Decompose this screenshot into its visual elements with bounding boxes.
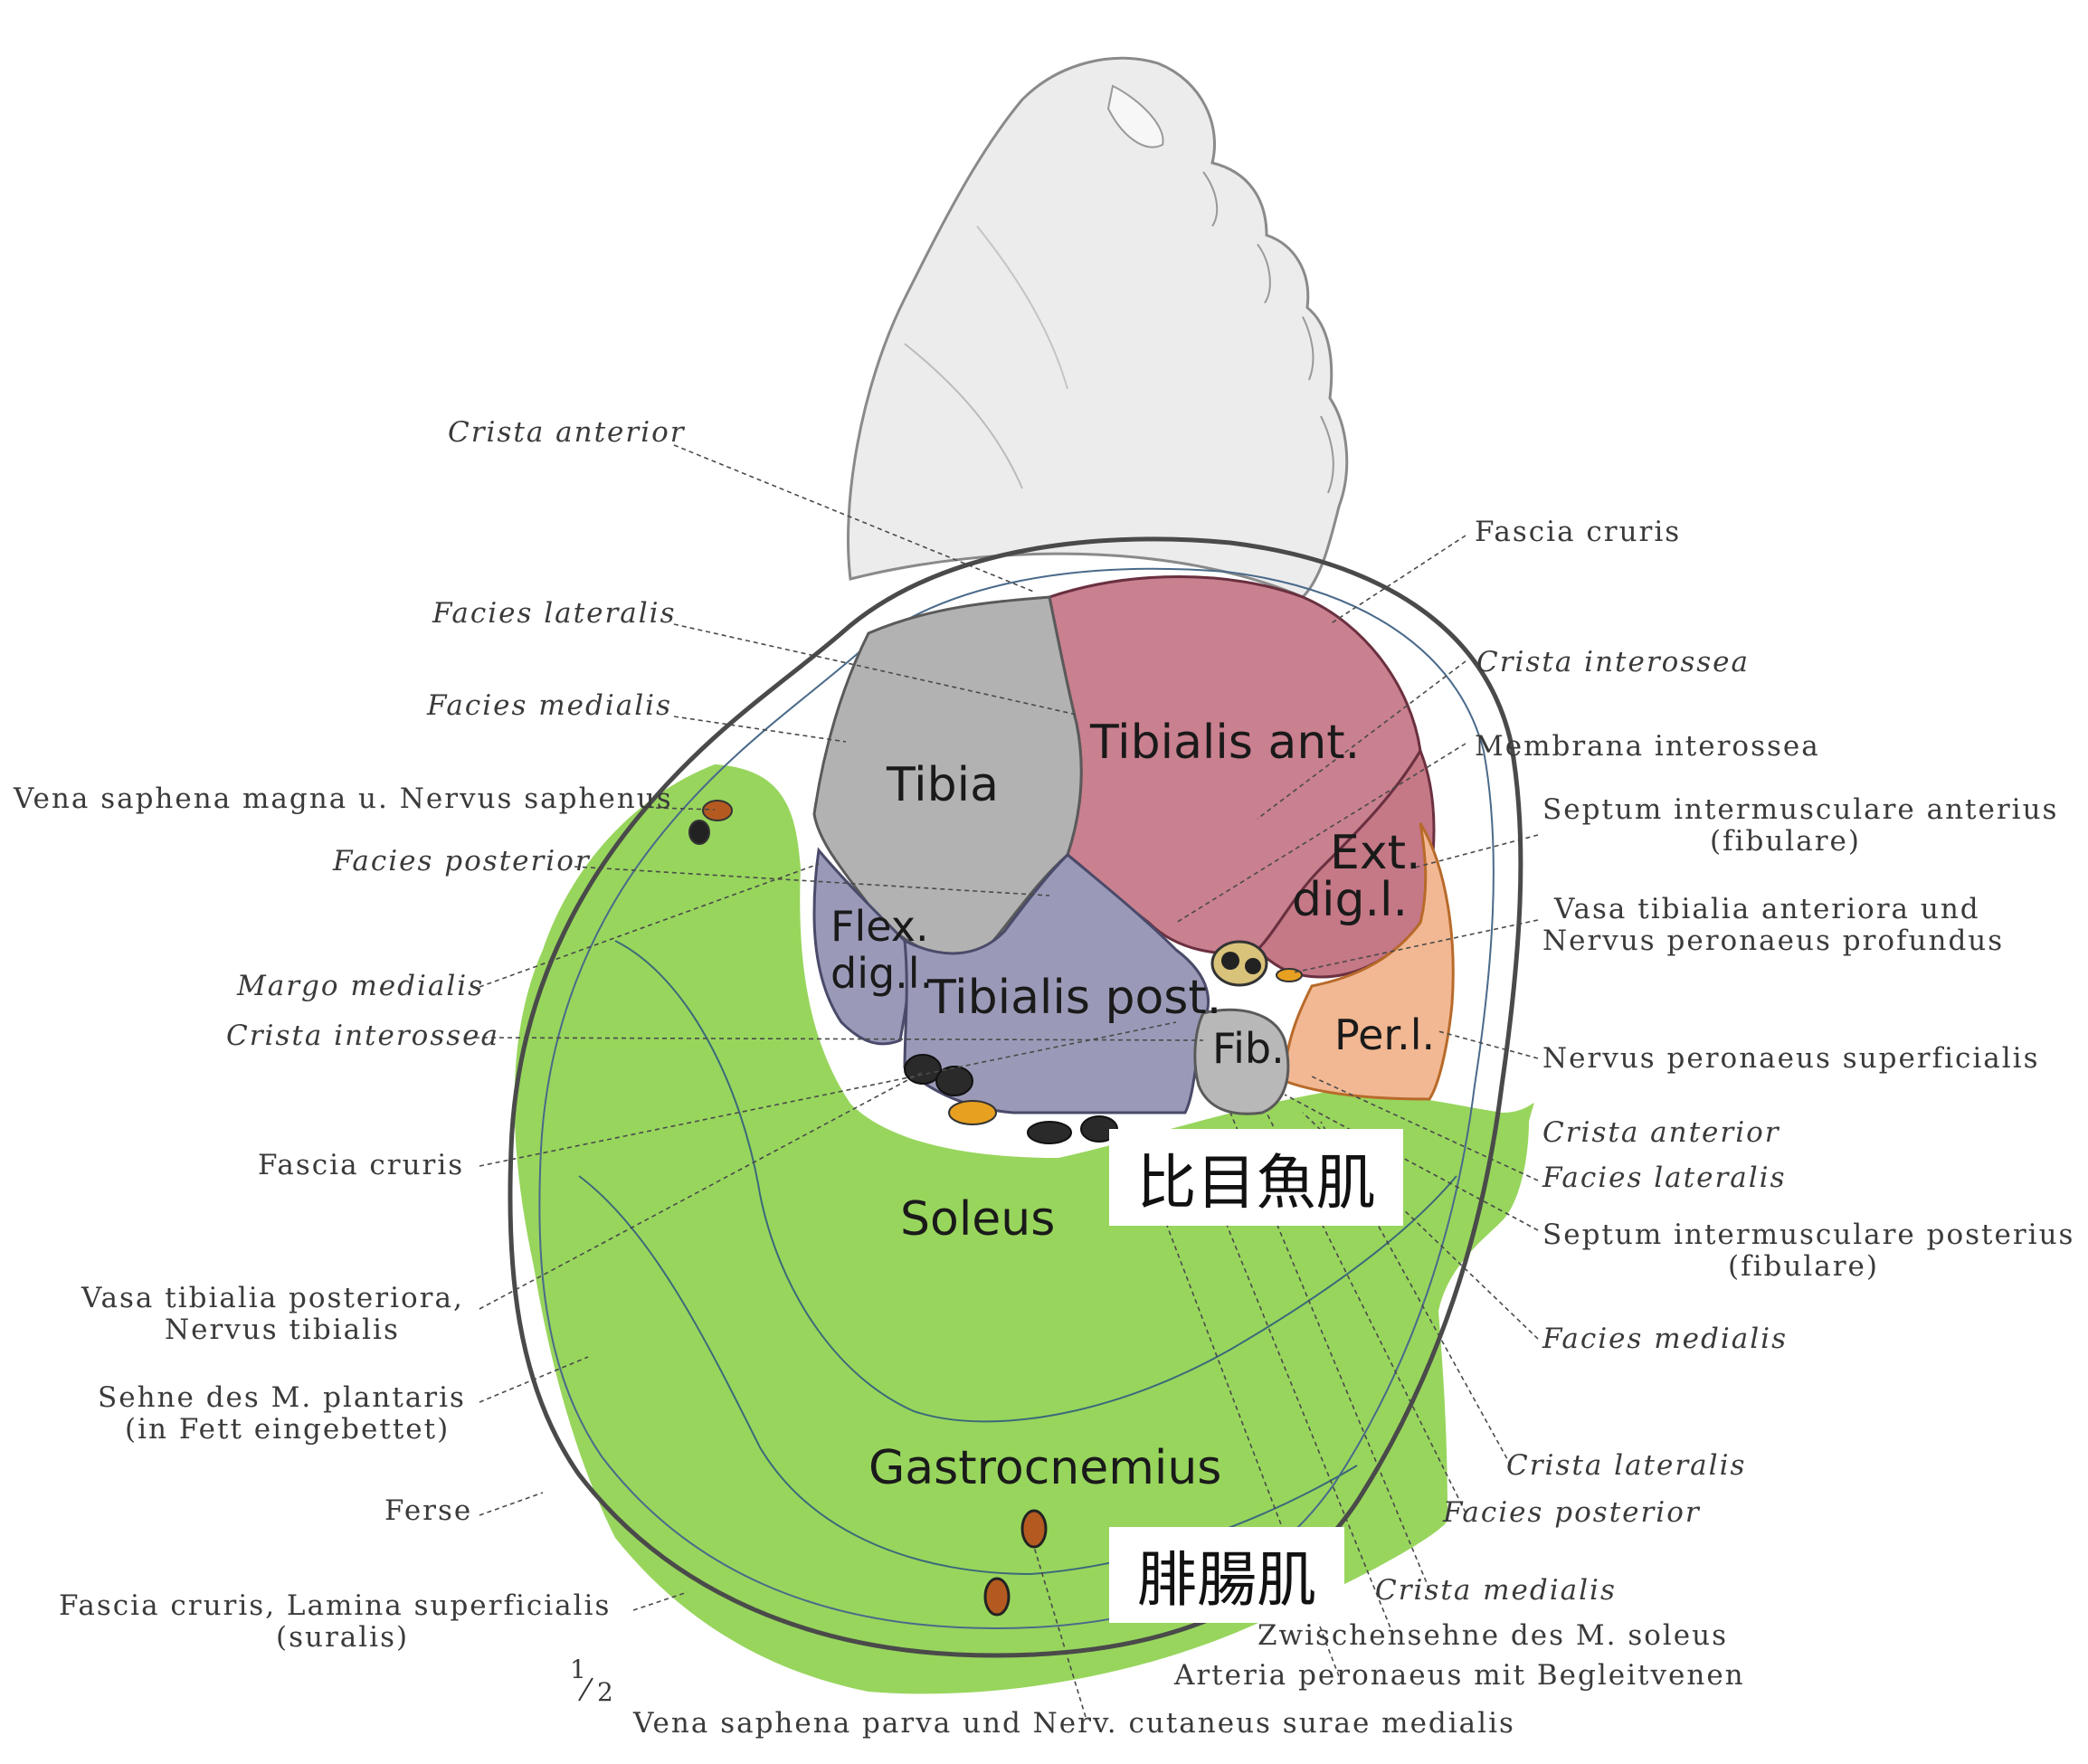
left-label-vasa-posteriora-1: Vasa tibialia posteriora, [81, 1282, 464, 1314]
peroneus-region [1283, 822, 1455, 1101]
soleus-japanese-label: 比目魚肌 [1109, 1129, 1403, 1226]
left-label-fascia-cruris: Fascia cruris [258, 1149, 464, 1181]
label-peroneus: Per.l. [1334, 1010, 1435, 1059]
intermuscular-fascia-lines [614, 940, 1457, 1423]
right-label-arteria-peronaeus: Arteria peronaeus mit Begleitvenen [1173, 1659, 1745, 1692]
gastrocnemius-japanese-text: 腓腸肌 [1137, 1545, 1316, 1615]
left-label-facies-medialis: Facies medialis [426, 689, 672, 722]
label-ext-dig-1: Ext. [1330, 826, 1421, 880]
right-label-facies-medialis: Facies medialis [1542, 1323, 1788, 1355]
sural-vessels [983, 1509, 1048, 1617]
scale-slash [578, 1677, 593, 1702]
label-ext-dig-2: dig.l. [1292, 873, 1408, 927]
gastrocnemius-japanese-label: 腓腸肌 [1109, 1527, 1344, 1623]
scale-numerator: 1 [570, 1655, 588, 1684]
soleus-japanese-text: 比目魚肌 [1136, 1147, 1376, 1218]
left-label-ferse: Ferse [384, 1494, 472, 1527]
label-soleus: Soleus [900, 1192, 1055, 1247]
anterior-vessels [1210, 940, 1303, 987]
right-label-septum-anterius-2: (fibulare) [1710, 825, 1861, 858]
left-label-facies-posterior: Facies posterior [332, 845, 591, 877]
tibia-bone-region [812, 595, 1083, 961]
right-label-septum-anterius-1: Septum intermusculare anterius [1542, 793, 2058, 826]
left-label-sehne-plantaris-1: Sehne des M. plantaris [98, 1381, 466, 1414]
right-label-vasa-anteriora-1: Vasa tibialia anteriora und [1553, 893, 1980, 925]
label-tibia: Tibia [886, 758, 999, 812]
right-label-crista-medialis: Crista medialis [1375, 1574, 1617, 1607]
right-label-septum-posterius-2: (fibulare) [1728, 1250, 1879, 1283]
label-gastrocnemius: Gastrocnemius [868, 1441, 1221, 1495]
bottom-label-vena-saphena-parva: Vena saphena parva und Nerv. cutaneus su… [632, 1707, 1515, 1740]
label-flex-dig-1: Flex. [830, 902, 929, 951]
right-label-nervus-peronaeus-superficialis: Nervus peronaeus superficialis [1542, 1042, 2040, 1075]
label-fibula: Fib. [1212, 1024, 1285, 1073]
label-tibialis-anterior: Tibialis ant. [1089, 716, 1360, 770]
saphenous-vessels [688, 800, 733, 845]
left-label-crista-interossea: Crista interossea [226, 1020, 499, 1052]
label-tibialis-posterior: Tibialis post. [926, 971, 1221, 1025]
right-label-facies-lateralis: Facies lateralis [1542, 1162, 1787, 1194]
scale-denominator: 2 [597, 1677, 615, 1707]
right-label-crista-anterior: Crista anterior [1542, 1116, 1780, 1149]
fibula-bone-region [1193, 1008, 1290, 1115]
left-label-lamina-superficialis-1: Fascia cruris, Lamina superficialis [59, 1589, 611, 1622]
left-label-lamina-superficialis-2: (suralis) [276, 1621, 409, 1654]
right-label-membrana-interossea: Membrana interossea [1475, 730, 1820, 763]
right-label-septum-posterius-1: Septum intermusculare posterius [1542, 1219, 2074, 1251]
label-flex-dig-2: dig.l. [830, 949, 933, 998]
left-label-margo-medialis: Margo medialis [236, 970, 484, 1002]
flexor-digitorum-region [812, 847, 910, 1046]
left-label-sehne-plantaris-2: (in Fett eingebettet) [125, 1413, 450, 1446]
right-label-vasa-anteriora-2: Nervus peronaeus profundus [1542, 925, 2004, 957]
right-label-crista-interossea: Crista interossea [1476, 646, 1750, 678]
left-label-vena-saphena-magna: Vena saphena magna u. Nervus saphenus [13, 782, 673, 815]
left-label-vasa-posteriora-2: Nervus tibialis [165, 1314, 400, 1346]
foot-illustration [847, 56, 1349, 599]
right-label-facies-posterior: Facies posterior [1442, 1496, 1701, 1529]
right-label-zwischensehne: Zwischensehne des M. soleus [1258, 1619, 1728, 1652]
left-label-crista-anterior: Crista anterior [448, 416, 686, 449]
left-label-facies-lateralis: Facies lateralis [432, 597, 677, 630]
right-label-crista-lateralis: Crista lateralis [1506, 1449, 1746, 1482]
right-label-fascia-cruris: Fascia cruris [1475, 516, 1681, 548]
